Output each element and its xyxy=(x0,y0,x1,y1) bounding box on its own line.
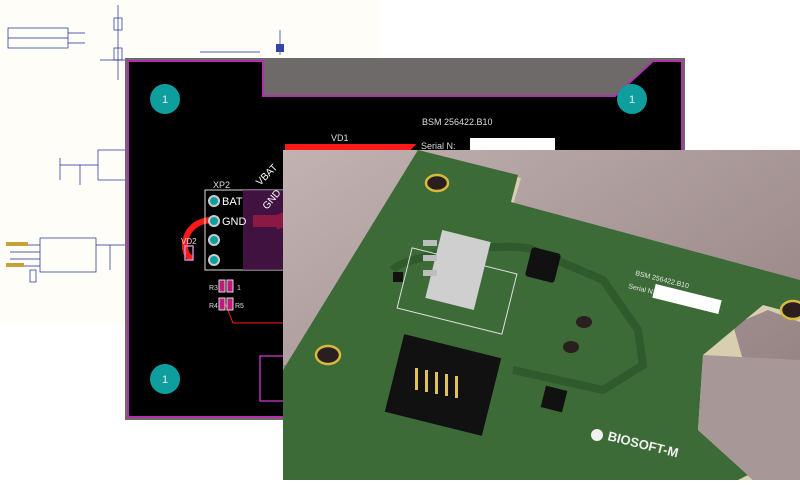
pin-gnd-label: GND xyxy=(222,216,247,228)
pad xyxy=(208,195,220,207)
r5-label: R5 xyxy=(235,303,244,310)
mount-hole xyxy=(150,364,180,394)
serial-label: Serial N: xyxy=(421,141,456,151)
vd1-label: VD1 xyxy=(331,133,349,143)
mount-hole xyxy=(779,299,800,321)
mount-hole-label: 1 xyxy=(162,374,168,386)
mount-hole xyxy=(314,344,342,366)
pcb-3d-drawing: BSM 256422.B10 Serial N: BIOSOFT-M xyxy=(283,150,800,480)
r3-label: R3 xyxy=(209,285,218,292)
mount-hole xyxy=(150,84,180,114)
xp2-label: XP2 xyxy=(213,180,230,190)
pcb-3d-view: BSM 256422.B10 Serial N: BIOSOFT-M xyxy=(283,150,800,480)
board-id-label: BSM 256422.B10 xyxy=(422,117,493,127)
pin1-label: 1 xyxy=(237,285,241,292)
mount-hole-label: 1 xyxy=(629,94,635,106)
pad xyxy=(208,215,220,227)
r4-label: R4 xyxy=(209,303,218,310)
pad xyxy=(208,254,220,266)
power-connector xyxy=(423,229,491,311)
pin-bat-label: BAT xyxy=(222,196,243,208)
vd2-label: VD2 xyxy=(181,237,197,246)
mount-hole-label: 1 xyxy=(162,94,168,106)
mount-hole xyxy=(424,173,450,193)
pad xyxy=(208,234,220,246)
mount-hole xyxy=(617,84,647,114)
